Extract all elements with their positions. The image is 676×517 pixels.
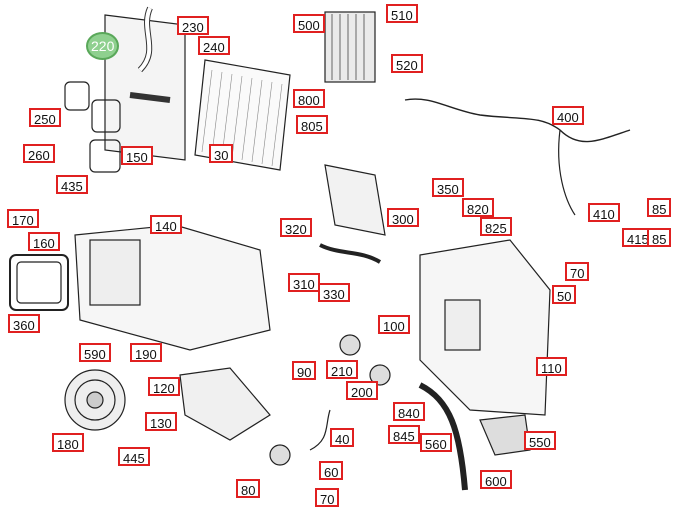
part-label-40[interactable]: 40: [330, 428, 355, 447]
part-label-500[interactable]: 500: [293, 14, 325, 33]
part-label-300[interactable]: 300: [387, 208, 419, 227]
sensor-wire: [309, 409, 331, 451]
part-label-160[interactable]: 160: [28, 232, 60, 251]
part-label-85[interactable]: 85: [647, 198, 672, 217]
part-label-510[interactable]: 510: [386, 4, 418, 23]
actuator-80: [269, 444, 291, 466]
harness-branch: [558, 129, 576, 216]
part-label-240[interactable]: 240: [198, 36, 230, 55]
radiator: [194, 59, 291, 171]
part-label-100[interactable]: 100: [378, 315, 410, 334]
left-housing: [74, 224, 271, 351]
part-label-520[interactable]: 520: [391, 54, 423, 73]
part-label-220[interactable]: 220: [86, 32, 120, 60]
part-label-150[interactable]: 150: [121, 146, 153, 165]
part-label-435[interactable]: 435: [56, 175, 88, 194]
part-label-230[interactable]: 230: [177, 16, 209, 35]
filter-frame: [9, 254, 69, 311]
drain-duct: [418, 382, 468, 491]
part-label-360[interactable]: 360: [8, 314, 40, 333]
part-label-805[interactable]: 805: [296, 115, 328, 134]
part-label-90[interactable]: 90: [292, 361, 317, 380]
part-label-320[interactable]: 320: [280, 218, 312, 237]
control-unit: [179, 367, 271, 441]
part-label-140[interactable]: 140: [150, 215, 182, 234]
evaporator: [324, 11, 376, 83]
part-label-350[interactable]: 350: [432, 178, 464, 197]
right-housing: [419, 239, 551, 416]
part-label-310[interactable]: 310: [288, 273, 320, 292]
cabin-filter: [319, 164, 386, 264]
gasket-medium: [91, 99, 121, 133]
part-label-70[interactable]: 70: [315, 488, 340, 507]
part-label-70[interactable]: 70: [565, 262, 590, 281]
part-label-250[interactable]: 250: [29, 108, 61, 127]
part-label-590[interactable]: 590: [79, 343, 111, 362]
part-label-120[interactable]: 120: [148, 377, 180, 396]
part-label-170[interactable]: 170: [7, 209, 39, 228]
part-label-400[interactable]: 400: [552, 106, 584, 125]
part-label-600[interactable]: 600: [480, 470, 512, 489]
part-label-845[interactable]: 845: [388, 425, 420, 444]
heater-core-panel: [104, 6, 186, 161]
wiring-harness: [404, 98, 631, 143]
part-label-410[interactable]: 410: [588, 203, 620, 222]
part-label-330[interactable]: 330: [318, 283, 350, 302]
part-label-190[interactable]: 190: [130, 343, 162, 362]
blower-motor: [64, 369, 126, 431]
actuator-210: [339, 334, 361, 356]
part-label-820[interactable]: 820: [462, 198, 494, 217]
part-label-110[interactable]: 110: [536, 357, 567, 376]
part-label-30[interactable]: 30: [209, 144, 234, 163]
part-label-130[interactable]: 130: [145, 412, 177, 431]
gasket-large: [89, 139, 121, 173]
part-label-260[interactable]: 260: [23, 144, 55, 163]
part-label-445[interactable]: 445: [118, 447, 150, 466]
part-label-50[interactable]: 50: [552, 285, 577, 304]
part-label-840[interactable]: 840: [393, 402, 425, 421]
part-label-60[interactable]: 60: [319, 461, 344, 480]
filter-frame-inner: [16, 261, 62, 304]
part-label-85[interactable]: 85: [647, 228, 672, 247]
part-label-825[interactable]: 825: [480, 217, 512, 236]
gasket-small: [64, 81, 90, 111]
part-label-80[interactable]: 80: [236, 479, 261, 498]
part-label-800[interactable]: 800: [293, 89, 325, 108]
flap-strip: [479, 414, 531, 456]
actuator-200: [369, 364, 391, 386]
part-label-180[interactable]: 180: [52, 433, 84, 452]
part-label-560[interactable]: 560: [420, 433, 452, 452]
part-label-550[interactable]: 550: [524, 431, 556, 450]
part-label-200[interactable]: 200: [346, 381, 378, 400]
part-label-210[interactable]: 210: [326, 360, 358, 379]
